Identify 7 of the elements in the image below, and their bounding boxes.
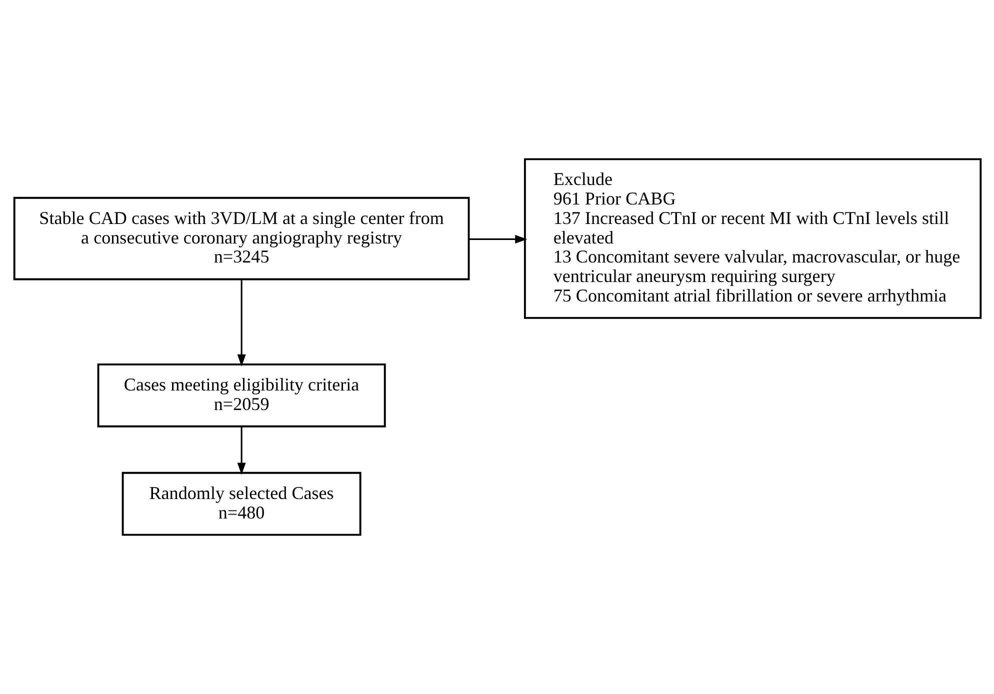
- arrow: [236, 279, 246, 367]
- node-box: Cases meeting eligibility criteria n=2059: [96, 363, 386, 428]
- arrow: [468, 234, 527, 244]
- node-box: Stable CAD cases with 3VD/LM at a single center from a consecutive coronary angiography registry n=3245: [12, 196, 470, 280]
- node-box: Exclude 961 Prior CABG 137 Increased CTnI or recent MI with CTnI levels still elevated 13 Concomitant severe valvular, macrovascular, or huge ventricular aneurysm requiring surgery 75 Concomitant atrial fibrillation or severe arrhythmia: [523, 158, 982, 319]
- node-box: Randomly selected Cases n=480: [121, 472, 361, 536]
- arrow: [236, 426, 246, 475]
